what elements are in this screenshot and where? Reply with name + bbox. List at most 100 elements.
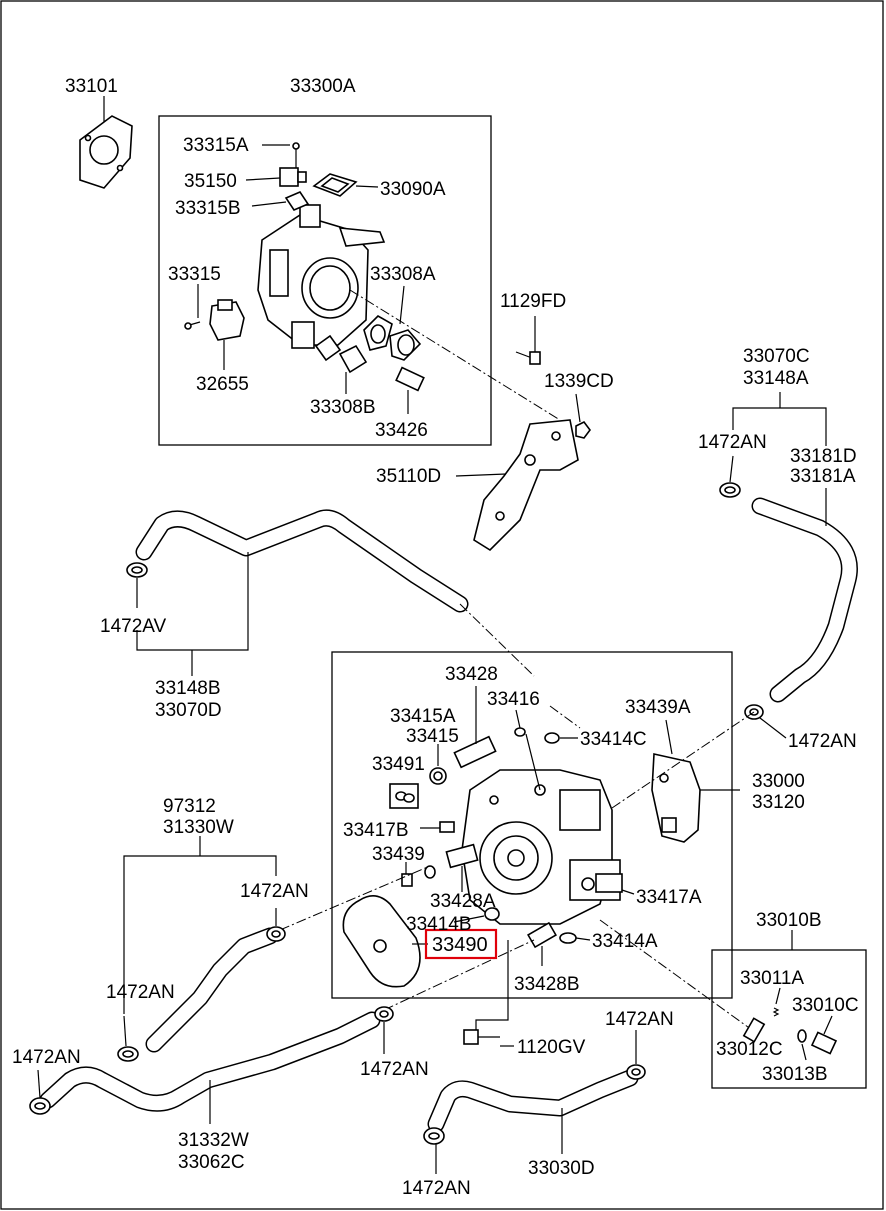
label-33428A[interactable]: 33428A: [430, 891, 496, 912]
label-33012C[interactable]: 33012C: [716, 1039, 783, 1060]
label-33070C[interactable]: 33070C: [743, 346, 810, 367]
label-1472AN-bottom[interactable]: 1472AN: [402, 1178, 471, 1199]
label-33414C[interactable]: 33414C: [580, 729, 647, 750]
label-1472AN-mid-left[interactable]: 1472AN: [240, 881, 309, 902]
label-35150[interactable]: 35150: [184, 171, 237, 192]
washer-33414B[interactable]: [484, 907, 500, 921]
clamp-1472AN-mid-left[interactable]: [266, 926, 286, 942]
sensor-35150[interactable]: [279, 167, 307, 187]
washer-33414A[interactable]: [559, 932, 577, 944]
label-33181A[interactable]: 33181A: [790, 466, 856, 487]
label-33011A[interactable]: 33011A: [740, 968, 804, 989]
cap-33010C[interactable]: [810, 1031, 838, 1055]
gasket-33308A[interactable]: [363, 315, 422, 361]
label-33308B[interactable]: 33308B: [310, 397, 376, 418]
part-33308B[interactable]: [314, 334, 368, 374]
label-1472AN-left[interactable]: 1472AN: [106, 982, 175, 1003]
label-33415[interactable]: 33415: [406, 726, 459, 747]
label-33010C[interactable]: 33010C: [792, 995, 859, 1016]
label-33426[interactable]: 33426: [375, 420, 428, 441]
hose-33148B[interactable]: [135, 509, 469, 613]
label-33062C[interactable]: 33062C: [178, 1152, 245, 1173]
label-33491[interactable]: 33491: [372, 754, 425, 775]
spring-33011A[interactable]: [772, 1007, 780, 1017]
plug-33417B[interactable]: [439, 821, 455, 833]
hose-31332W[interactable]: [39, 1011, 381, 1112]
label-33315A[interactable]: 33315A: [183, 135, 249, 156]
label-31330W[interactable]: 31330W: [163, 817, 234, 838]
clamp-1472AN-bottom-mid[interactable]: [374, 1006, 394, 1022]
label-33300A[interactable]: 33300A: [290, 76, 356, 97]
label-33070D[interactable]: 33070D: [155, 700, 222, 721]
clamp-1472AN-top-right[interactable]: [719, 482, 741, 498]
label-1472AN-top-right[interactable]: 1472AN: [698, 432, 767, 453]
label-33000[interactable]: 33000: [752, 771, 805, 792]
clamp-1472AV[interactable]: [126, 562, 148, 578]
valve-33426[interactable]: [395, 366, 425, 392]
label-1339CD[interactable]: 1339CD: [544, 371, 614, 392]
label-33417A[interactable]: 33417A: [636, 887, 702, 908]
label-33414A[interactable]: 33414A: [592, 931, 658, 952]
bolt-33439[interactable]: [401, 865, 436, 887]
label-33439A[interactable]: 33439A: [625, 697, 691, 718]
screw-33315[interactable]: [184, 321, 201, 330]
label-1120GV[interactable]: 1120GV: [517, 1037, 586, 1058]
label-33439[interactable]: 33439: [372, 844, 425, 865]
label-33416[interactable]: 33416: [487, 689, 540, 710]
fitting-33428A[interactable]: [445, 843, 479, 869]
label-33315B[interactable]: 33315B: [175, 198, 241, 219]
hose-33181D[interactable]: [751, 497, 858, 703]
label-33120[interactable]: 33120: [752, 792, 805, 813]
label-33030D[interactable]: 33030D: [528, 1158, 595, 1179]
label-33090A[interactable]: 33090A: [380, 179, 446, 200]
throttle-body-33300A[interactable]: [257, 204, 386, 349]
gasket-33090A[interactable]: [312, 173, 358, 197]
pin-33012C[interactable]: [742, 1017, 766, 1043]
gasket-33101[interactable]: [79, 115, 133, 189]
oring-33013B[interactable]: [797, 1029, 807, 1043]
washer-33414C[interactable]: [544, 732, 560, 744]
clamp-1472AN-bottom-right[interactable]: [626, 1064, 646, 1080]
hose-33030D[interactable]: [427, 1069, 639, 1133]
label-33428-top[interactable]: 33428: [445, 664, 498, 685]
label-33148B[interactable]: 33148B: [155, 678, 221, 699]
clamp-1472AN-bottom-left[interactable]: [29, 1097, 51, 1115]
fitting-33428[interactable]: [453, 735, 497, 769]
label-33308A[interactable]: 33308A: [370, 264, 436, 285]
label-33417B[interactable]: 33417B: [343, 820, 409, 841]
label-33415A[interactable]: 33415A: [390, 706, 456, 727]
bolt-1120GV[interactable]: [463, 1029, 500, 1045]
screw-33315A[interactable]: [292, 142, 300, 170]
label-1472AN-bottom-right[interactable]: 1472AN: [605, 1009, 674, 1030]
label-33490[interactable]: 33490: [432, 934, 488, 956]
label-32655[interactable]: 32655: [196, 374, 249, 395]
label-33414B[interactable]: 33414B: [406, 914, 472, 935]
label-1472AN-right[interactable]: 1472AN: [788, 731, 857, 752]
label-35110D[interactable]: 35110D: [376, 466, 441, 487]
oring-33415[interactable]: [429, 767, 447, 785]
label-97312[interactable]: 97312: [163, 796, 216, 817]
label-33148A[interactable]: 33148A: [743, 368, 809, 389]
label-33101[interactable]: 33101: [65, 76, 118, 97]
label-1472AN-bottom-left[interactable]: 1472AN: [12, 1047, 81, 1068]
label-33013B[interactable]: 33013B: [762, 1064, 828, 1085]
nut-1339CD[interactable]: [575, 420, 591, 439]
gasket-33490[interactable]: [342, 895, 421, 988]
oring-33416[interactable]: [514, 727, 526, 737]
label-33181D[interactable]: 33181D: [790, 446, 857, 467]
plate-33315B[interactable]: [284, 191, 310, 211]
fitting-33428B[interactable]: [527, 921, 557, 949]
vaporizer-33120[interactable]: [461, 769, 621, 925]
label-1129FD[interactable]: 1129FD: [500, 291, 566, 312]
label-1472AN-bottom-mid[interactable]: 1472AN: [360, 1059, 429, 1080]
bolt-1129FD[interactable]: [515, 351, 541, 365]
bracket-35110D[interactable]: [473, 419, 579, 552]
tps-32655[interactable]: [209, 299, 245, 341]
label-33010B[interactable]: 33010B: [756, 910, 822, 931]
kit-33491[interactable]: [389, 783, 419, 809]
label-33428B[interactable]: 33428B: [514, 974, 580, 995]
label-33315[interactable]: 33315: [168, 264, 221, 285]
clamp-1472AN-left[interactable]: [117, 1046, 139, 1062]
bracket-33439A[interactable]: [651, 753, 701, 843]
plug-33417A[interactable]: [595, 873, 623, 893]
